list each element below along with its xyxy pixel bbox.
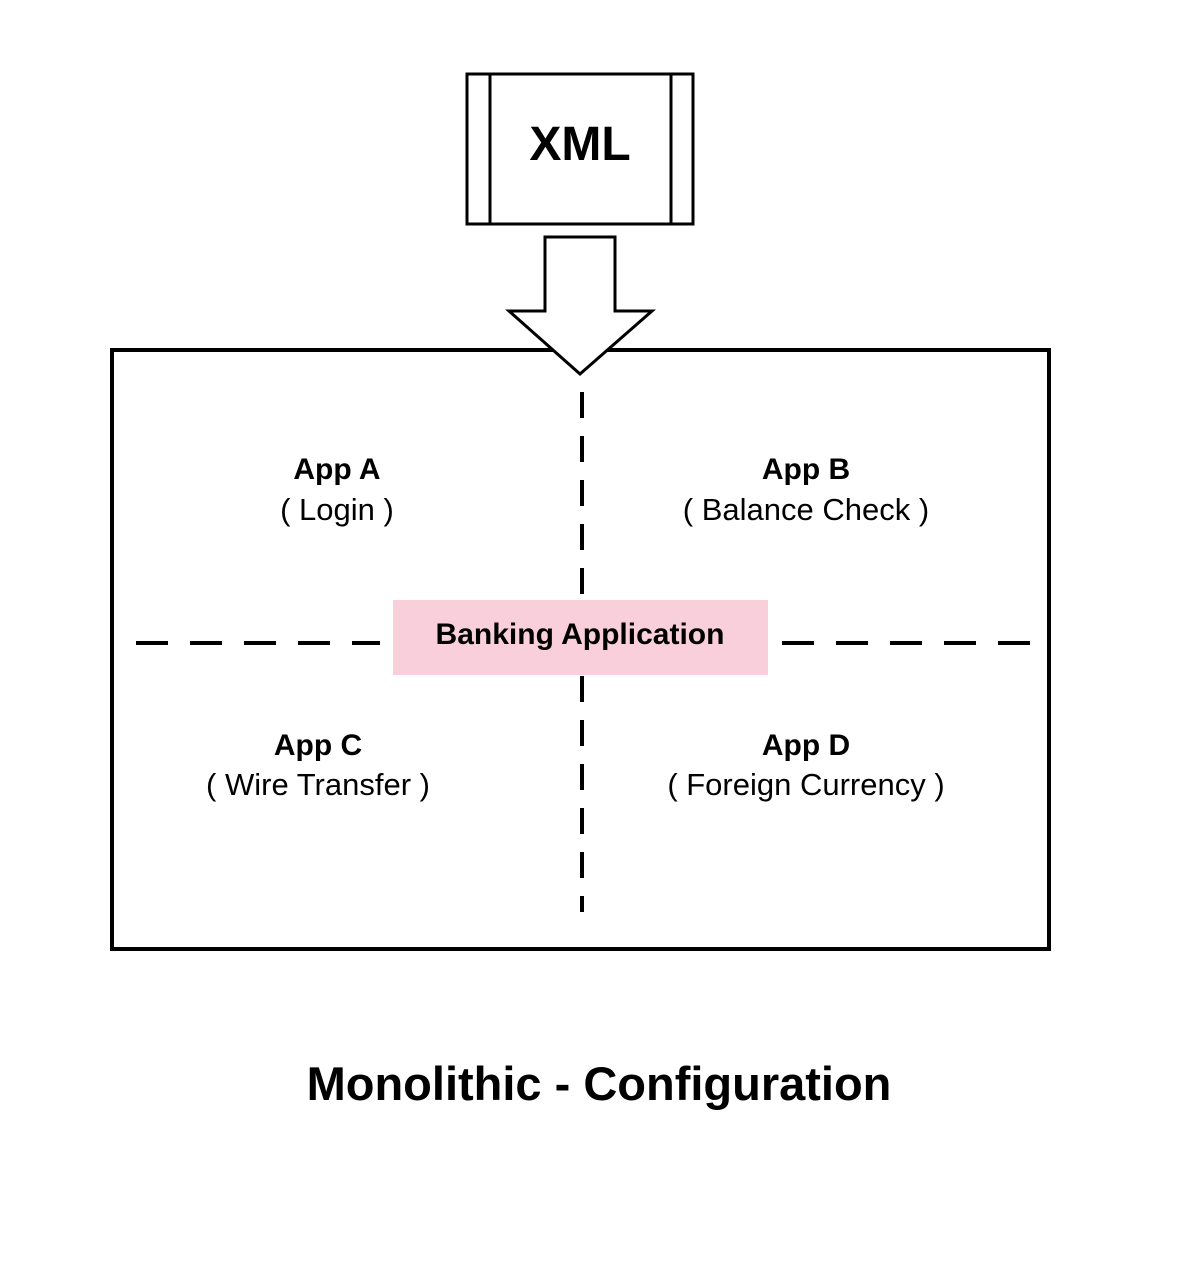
center-label-box <box>393 600 768 675</box>
app-d-title: App D <box>762 729 850 762</box>
down-arrow-icon <box>505 235 656 376</box>
app-c-subtitle: ( Wire Transfer ) <box>206 767 430 802</box>
center-label-text: Banking Application <box>436 618 725 651</box>
xml-box: XML <box>465 72 695 226</box>
xml-box-frame <box>465 72 695 226</box>
app-b-subtitle: ( Balance Check ) <box>683 492 929 527</box>
app-a-title: App A <box>293 453 380 486</box>
app-b-title: App B <box>762 453 850 486</box>
xml-box-label: XML <box>529 118 630 171</box>
app-d-subtitle: ( Foreign Currency ) <box>667 767 944 802</box>
app-a-subtitle: ( Login ) <box>280 492 394 527</box>
app-c-title: App C <box>274 729 362 762</box>
diagram-caption: Monolithic - Configuration <box>307 1057 892 1110</box>
